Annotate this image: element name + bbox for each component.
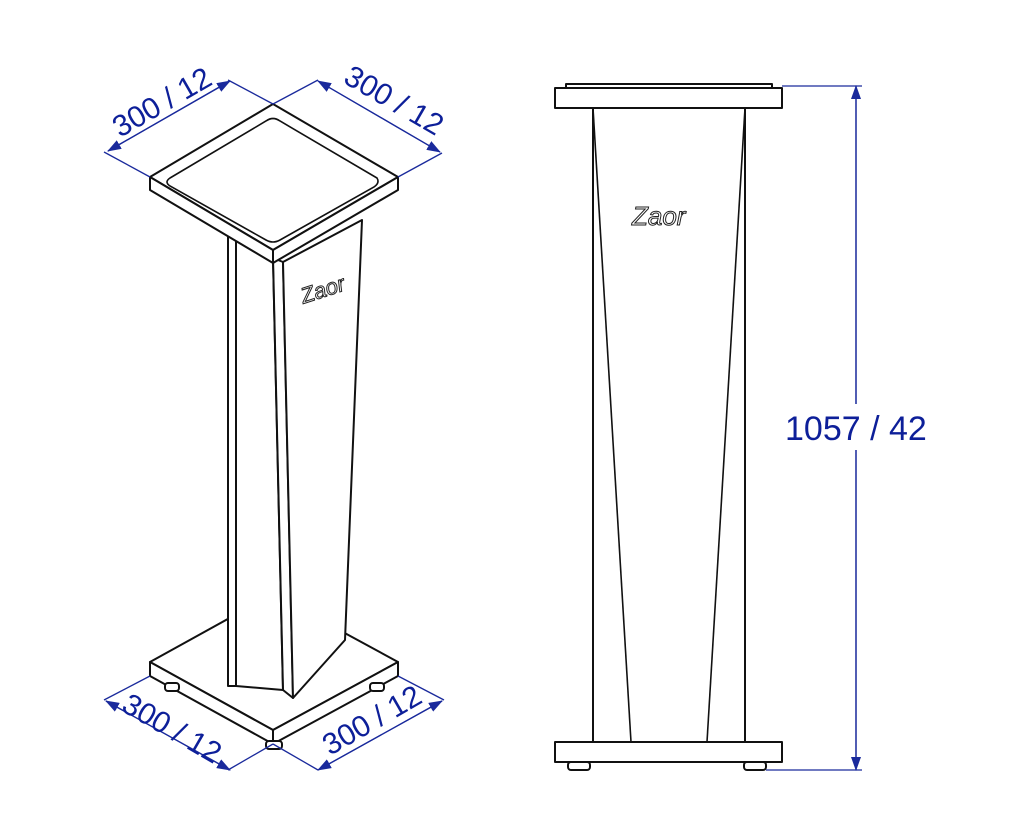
column-front	[592, 107, 746, 743]
foot	[743, 761, 767, 771]
dimension-height: 1057 / 42	[766, 85, 932, 771]
dimension-label: 300 / 12	[107, 61, 217, 144]
top-plate	[149, 103, 399, 264]
column	[227, 219, 363, 699]
foot	[164, 682, 180, 692]
foot	[567, 761, 591, 771]
brand-logo: Zaor	[631, 201, 687, 231]
top-plate	[554, 87, 783, 109]
foot	[369, 682, 385, 692]
isometric-view: Zaor 300 / 12 300 / 12 3	[103, 59, 449, 771]
base-plate	[554, 741, 783, 763]
dimension-label: 300 / 12	[339, 59, 449, 142]
front-view: Zaor 1057 / 42	[554, 83, 932, 771]
top-pad	[166, 117, 379, 243]
dimension-label: 1057 / 42	[785, 410, 927, 448]
